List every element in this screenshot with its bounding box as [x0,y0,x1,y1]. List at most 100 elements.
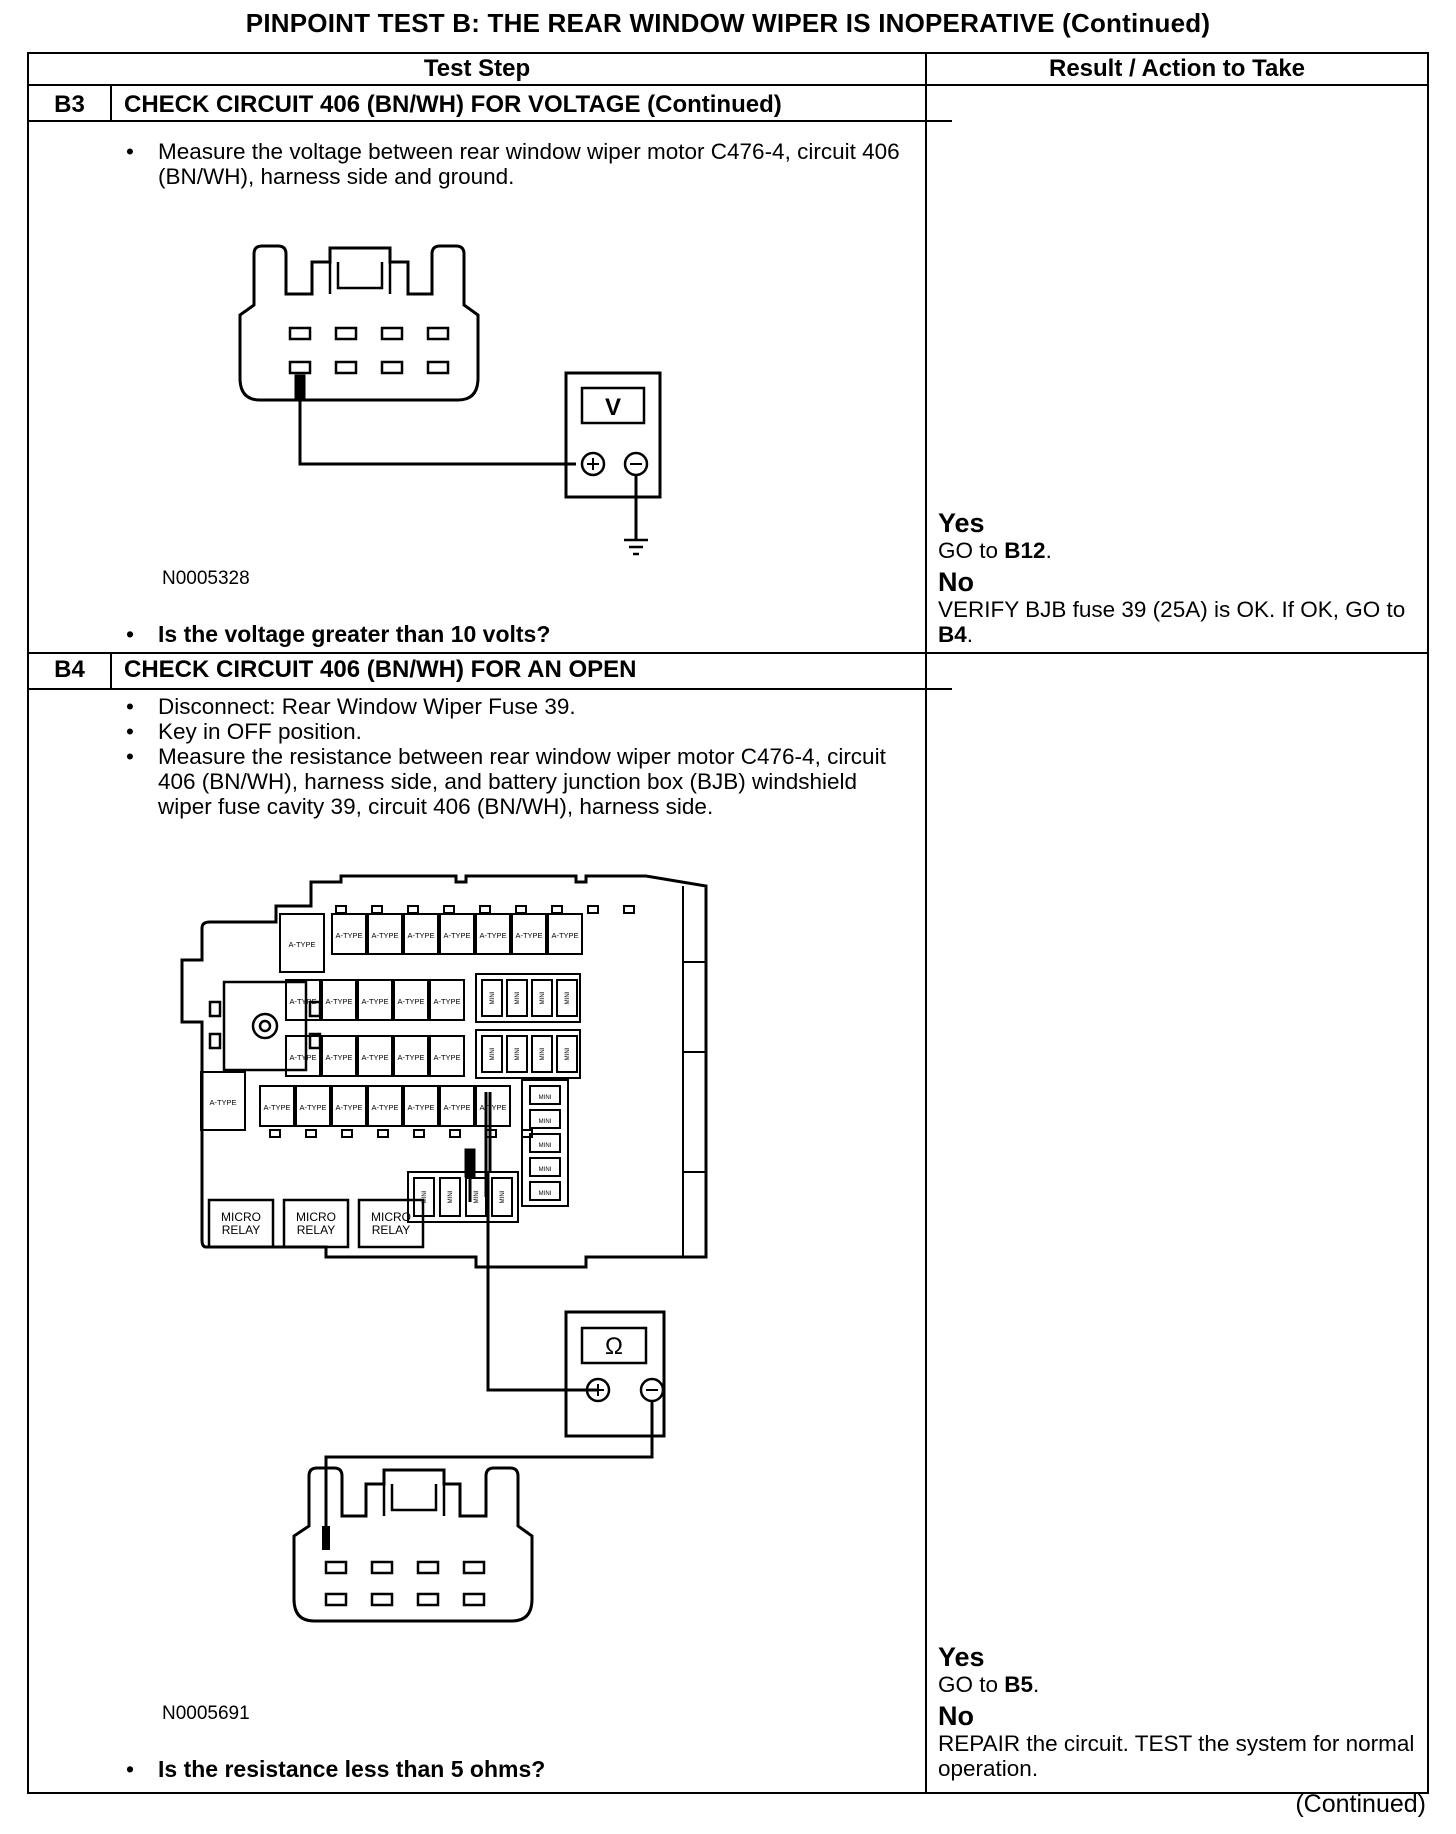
header-test-step: Test Step [423,55,531,82]
probe-tip [322,1526,330,1550]
b3-question: Is the voltage greater than 10 volts? [124,621,550,648]
mini-fuse [439,1177,461,1217]
ohmmeter-symbol: Ω [605,1333,623,1360]
fuse-label: A-TYPE [209,1098,236,1107]
mini-fuse [531,1035,553,1073]
connector-c476 [292,1466,534,1623]
connector-pins [288,326,450,375]
a-type-fuse [439,1085,475,1127]
mini-fuse [506,979,528,1017]
a-type-fuse-large [279,913,325,973]
a-type-fuse [295,1085,331,1127]
fuse-label: A-TYPE [443,931,470,940]
fuse-label: MINI [540,1047,546,1060]
fuse-label: A-TYPE [371,1103,398,1112]
b3-id-divider [110,84,112,120]
probe-leads [324,1092,654,1550]
step-id-b4: B4 [54,656,85,683]
b3-yes-text: GO to [938,538,1005,563]
fuse-label: A-TYPE [397,1053,424,1062]
fuse-label: MINI [490,991,496,1004]
fuse-label: MINI [490,1047,496,1060]
micro-relay-label: RELAY [222,1223,260,1237]
b3-voltmeter-diagram: V [238,244,662,556]
a-type-fuse [331,913,367,955]
b4-instruction: Disconnect: Rear Window Wiper Fuse 39. [124,694,904,719]
a-type-fuse [475,913,511,955]
b3-result: Yes GO to B12. No VERIFY BJB fuse 39 (25… [938,508,1418,647]
header-divider [27,84,1429,86]
b3-no-text: VERIFY BJB fuse 39 (25A) is OK. If OK, G… [938,597,1406,622]
fuse-terminal [521,1129,533,1138]
b3-row-divider [27,652,1429,654]
mini-fuse [529,1085,561,1105]
b3-no-label: No [938,567,974,597]
a-type-fuse [403,913,439,955]
fuse-label: A-TYPE [361,997,388,1006]
fuse-label: A-TYPE [433,997,460,1006]
fuse-label: A-TYPE [325,997,352,1006]
b4-question: Is the resistance less than 5 ohms? [124,1756,545,1783]
micro-relay-label: RELAY [372,1223,410,1237]
mini-fuse-block [475,973,581,1023]
fuse-label: MINI [565,1047,571,1060]
a-type-fuse [331,1085,367,1127]
mini-fuse-block [475,1029,581,1079]
continued-note: (Continued) [1295,1790,1426,1818]
b4-title-divider [27,688,952,690]
a-type-fuse [321,979,357,1021]
a-type-fuse [367,913,403,955]
b4-yes-label: Yes [938,1642,985,1672]
fuse-terminal [587,905,599,914]
b3-title-divider [27,120,952,122]
fuse-label: MINI [422,1190,428,1203]
fuse-label: A-TYPE [515,931,542,940]
bjb-housing [180,874,708,1269]
b4-yes-ref[interactable]: B5 [1004,1672,1034,1697]
b3-yes-label: Yes [938,508,985,538]
fuse-terminal [305,1129,317,1138]
a-type-fuse-large [200,1071,246,1131]
b4-id-divider [110,652,112,688]
a-type-fuse [429,979,465,1021]
a-type-fuse [393,1035,429,1077]
fuse-terminal [551,905,563,914]
mini-fuse-block [407,1171,519,1223]
mini-fuse-stack [521,1079,569,1207]
micro-relay-label: RELAY [297,1223,335,1237]
mini-fuse [529,1157,561,1177]
fuse-label: MINI [539,1119,552,1125]
fuse-label: A-TYPE [289,1053,316,1062]
mini-fuse [556,1035,578,1073]
fuse-label: A-TYPE [433,1053,460,1062]
ground-icon [624,538,648,556]
mini-fuse [556,979,578,1017]
fuse-terminal [371,905,383,914]
micro-relay-label: MICRO [296,1210,336,1224]
a-type-fuse [547,913,583,955]
fuse-terminal [341,1129,353,1138]
a-type-fuse [403,1085,439,1127]
b4-instruction: Key in OFF position. [124,719,904,744]
fuse-label: A-TYPE [397,997,424,1006]
fuse-terminal [515,905,527,914]
b4-no-text: REPAIR the circuit. TEST the system for … [938,1731,1415,1781]
b3-instruction: Measure the voltage between rear window … [124,139,904,189]
mini-fuse [529,1133,561,1153]
fuse-terminal [623,905,635,914]
micro-relay-label: MICRO [371,1210,411,1224]
fuse-terminal [269,1129,281,1138]
fuse-label: A-TYPE [361,1053,388,1062]
micro-relays [207,1198,425,1249]
b3-no-ref[interactable]: B4 [938,622,967,647]
fuse-label: A-TYPE [479,931,506,940]
b3-yes-ref[interactable]: B12 [1004,538,1046,563]
b4-figure-code: N0005691 [162,1703,250,1724]
header-result: Result / Action to Take [1048,55,1306,82]
a-type-fuse [285,979,321,1021]
fuse-label: MINI [515,1047,521,1060]
b4-result: Yes GO to B5. No REPAIR the circuit. TES… [938,1642,1418,1781]
b4-yes-text: GO to [938,1672,1005,1697]
fuse-terminal [335,905,347,914]
fuse-label: A-TYPE [551,931,578,940]
